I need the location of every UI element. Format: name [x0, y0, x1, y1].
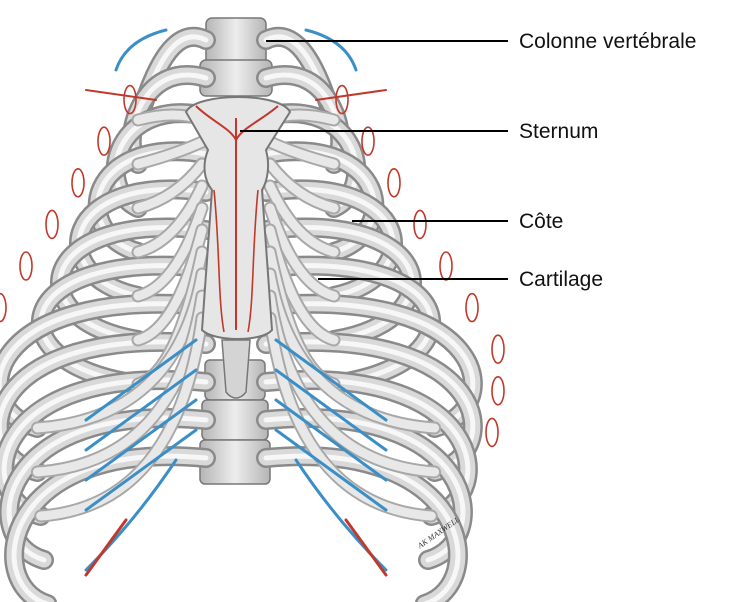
label-cartilage: Cartilage [519, 269, 603, 290]
label-vertebral-column: Colonne vertébrale [519, 31, 696, 52]
muscle-attachment-red [388, 169, 400, 197]
muscle-attachment-red [492, 377, 504, 405]
muscle-attachment-red [492, 335, 504, 363]
label-rib: Côte [519, 211, 563, 232]
muscle-attachment-red [346, 520, 386, 575]
muscle-attachment-red [466, 294, 478, 322]
label-sternum: Sternum [519, 121, 598, 142]
muscle-attachment-red [414, 210, 426, 238]
muscle-attachment-red [98, 127, 110, 155]
muscle-attachment-red [0, 294, 6, 322]
muscle-attachment-red [486, 418, 498, 446]
muscle-attachment-red [72, 169, 84, 197]
muscle-attachment-red [46, 210, 58, 238]
muscle-attachment-red [20, 252, 32, 280]
muscle-attachment-red [86, 520, 126, 575]
muscle-attachment-red [440, 252, 452, 280]
